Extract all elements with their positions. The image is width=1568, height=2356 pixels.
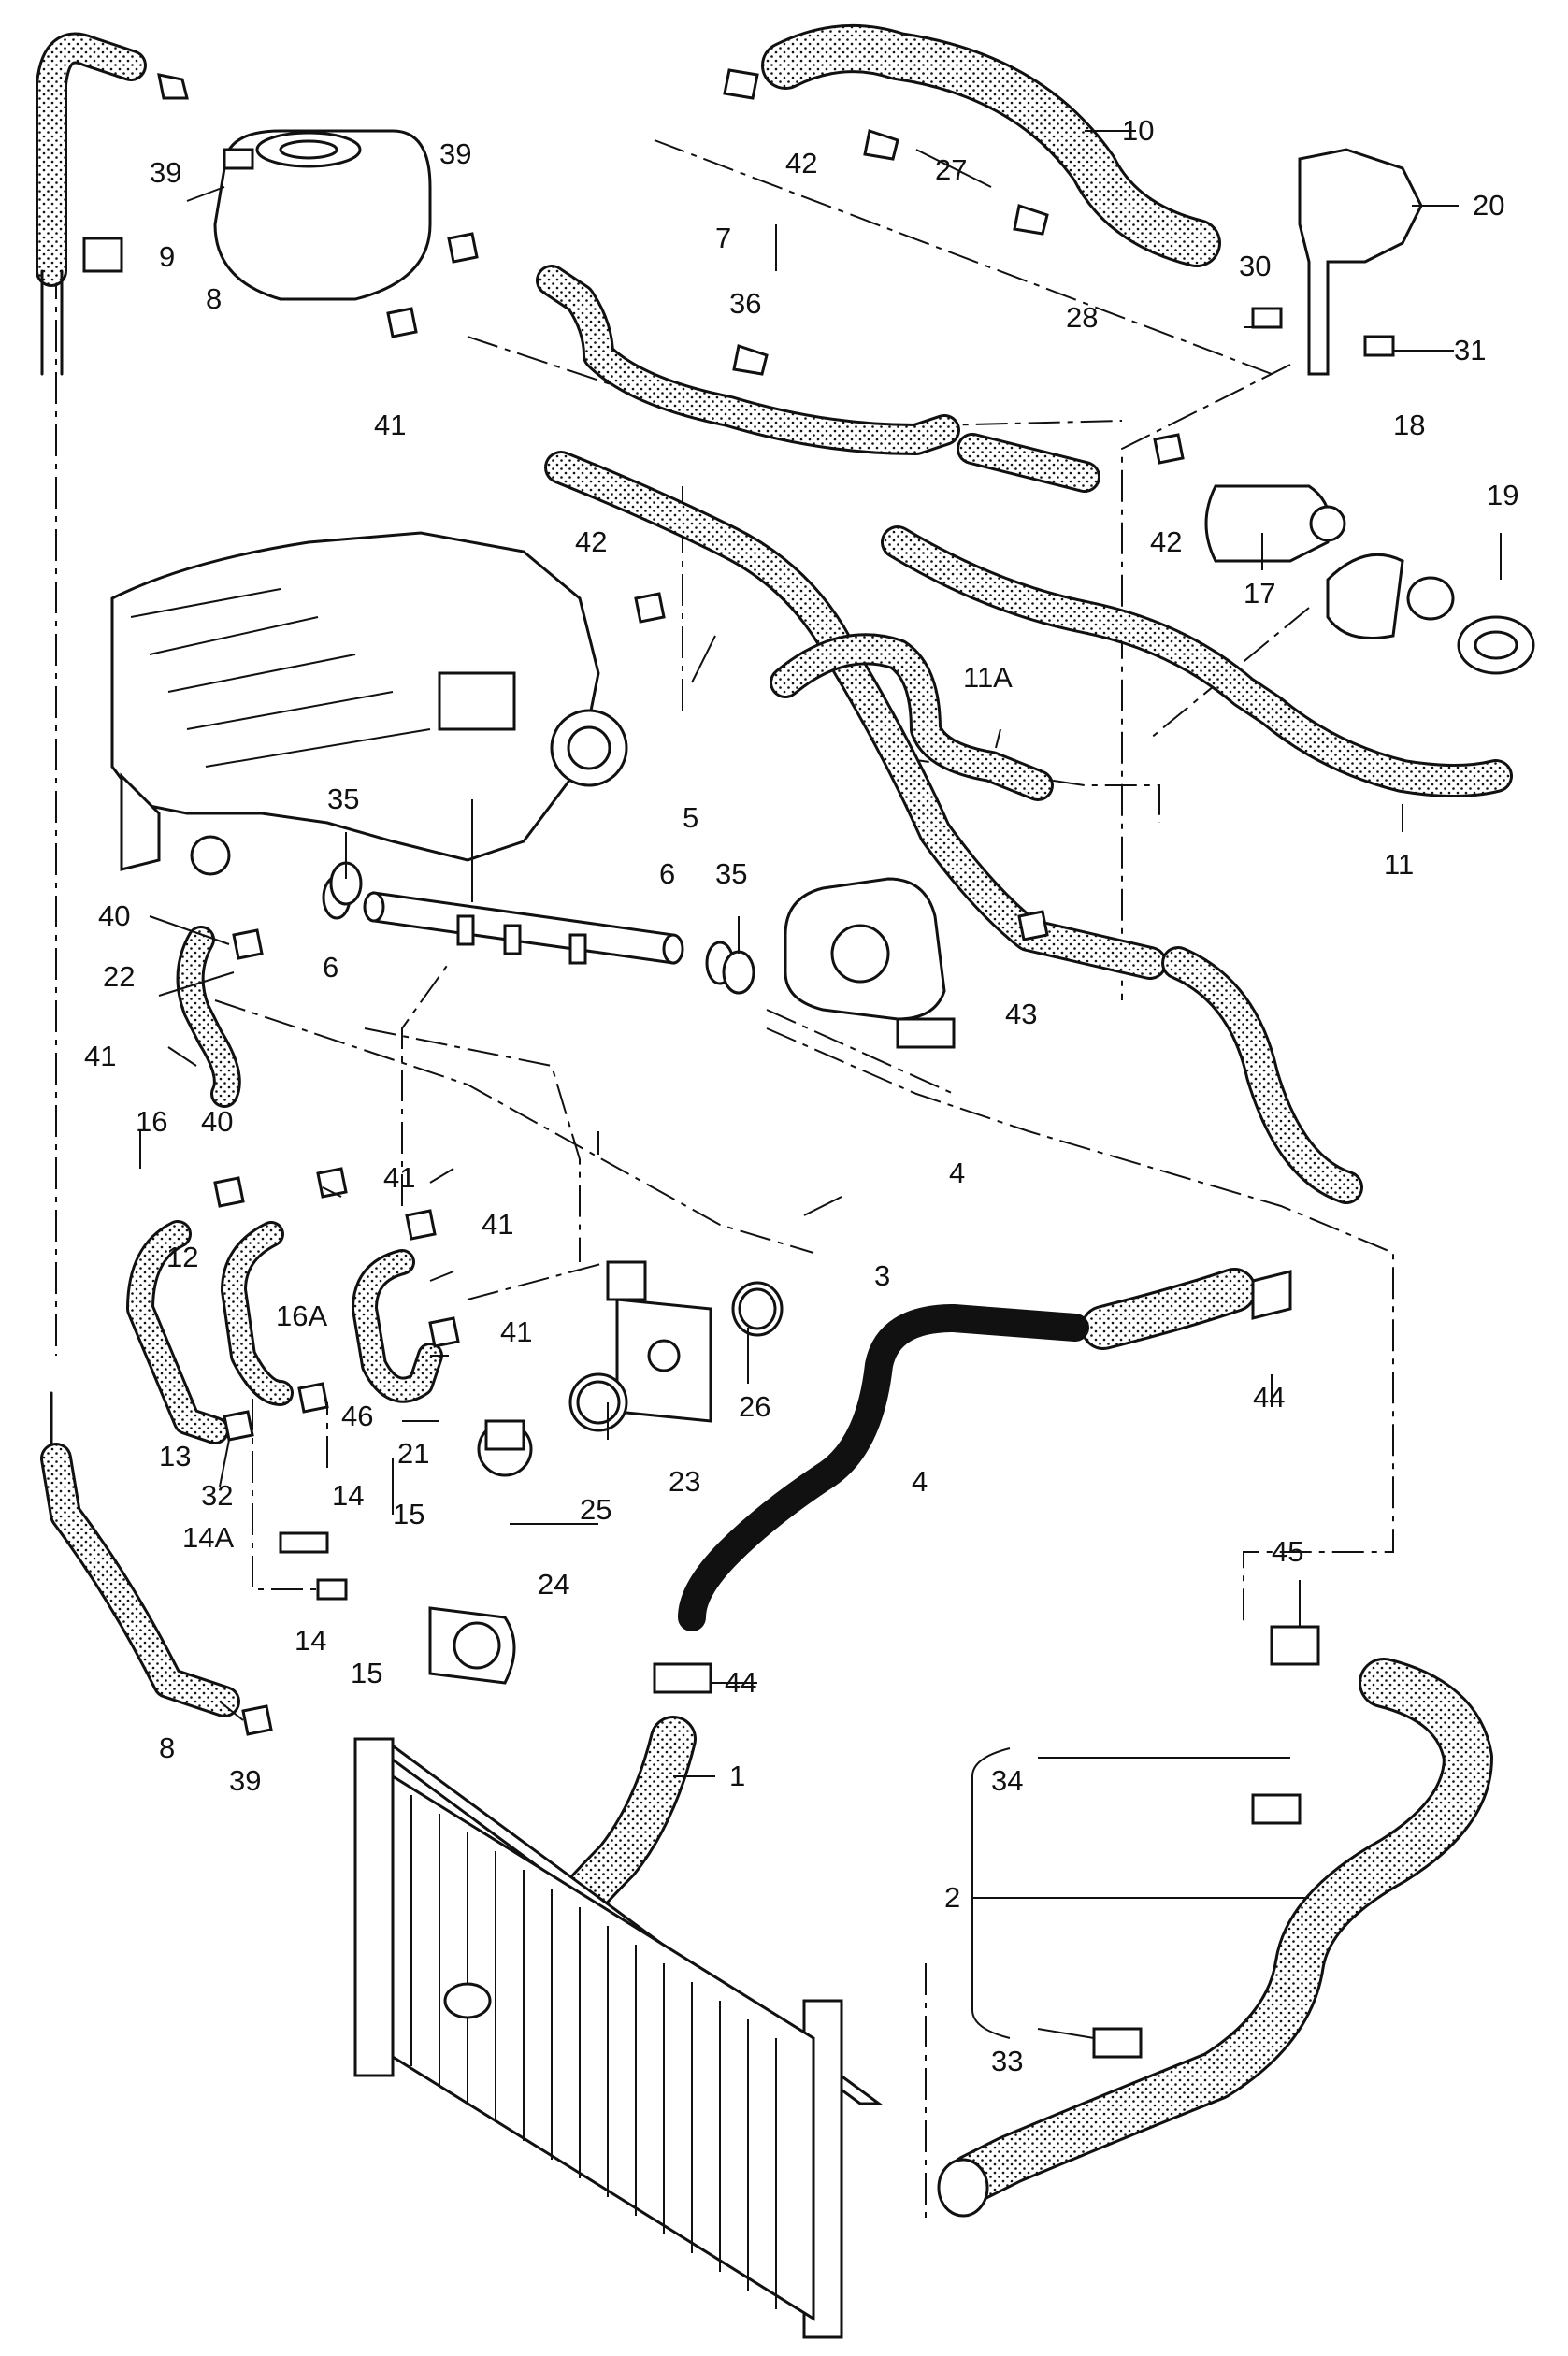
label-20: 20 — [1473, 189, 1504, 222]
label-4a: 4 — [949, 1156, 965, 1189]
label-35b: 35 — [715, 857, 747, 890]
engine — [110, 531, 628, 876]
thermostat-housing — [784, 877, 956, 1049]
label-15b: 15 — [351, 1657, 382, 1689]
part-18 — [1326, 553, 1455, 639]
label-17: 17 — [1244, 577, 1275, 610]
label-14a: 14 — [332, 1479, 364, 1512]
label-14A: 14A — [182, 1521, 234, 1554]
label-46: 46 — [341, 1400, 373, 1432]
label-12: 12 — [166, 1241, 198, 1273]
label-8b: 8 — [159, 1731, 175, 1764]
label-1: 1 — [729, 1760, 745, 1792]
label-7: 7 — [715, 222, 731, 254]
label-44b: 44 — [725, 1666, 756, 1699]
label-8a: 8 — [206, 282, 222, 315]
oil-cooler-23 — [606, 1260, 712, 1423]
label-9: 9 — [159, 240, 175, 273]
hose-44-upper — [1081, 1268, 1257, 1350]
aux-pump-17 — [1204, 484, 1346, 563]
label-23: 23 — [669, 1465, 700, 1498]
label-42b: 42 — [575, 525, 607, 558]
label-40a: 40 — [98, 899, 130, 932]
label-34: 34 — [991, 1764, 1023, 1797]
label-44a: 44 — [1253, 1381, 1285, 1414]
label-5: 5 — [683, 801, 698, 834]
hose-2 — [947, 1658, 1493, 2204]
hose-8-upper — [36, 32, 147, 376]
label-36: 36 — [729, 287, 761, 320]
label-25: 25 — [580, 1493, 611, 1526]
hose-13 — [126, 1220, 229, 1444]
hoses — [36, 24, 1513, 2204]
hose-21 — [352, 1249, 443, 1403]
label-11A: 11A — [963, 661, 1013, 694]
radiator — [353, 1737, 989, 2339]
label-43: 43 — [1005, 998, 1037, 1030]
label-leaders — [139, 130, 1502, 2039]
hose-8-lower — [40, 1391, 240, 1717]
expansion-tank — [213, 129, 432, 301]
label-41a: 41 — [374, 409, 406, 441]
label-42a: 42 — [785, 147, 817, 180]
label-30: 30 — [1239, 250, 1271, 282]
pipe-3 — [678, 1304, 1089, 1631]
label-6b: 6 — [323, 951, 338, 984]
label-41c: 41 — [383, 1161, 415, 1194]
label-28: 28 — [1066, 301, 1098, 334]
label-39b: 39 — [439, 137, 471, 170]
label-21: 21 — [397, 1437, 429, 1470]
label-14b: 14 — [295, 1624, 326, 1657]
label-18: 18 — [1393, 409, 1425, 441]
label-40b: 40 — [201, 1105, 233, 1138]
label-39c: 39 — [229, 1764, 261, 1797]
hose-7 — [536, 265, 1100, 493]
label-22: 22 — [103, 960, 135, 993]
label-15a: 15 — [393, 1498, 424, 1530]
label-42c: 42 — [1150, 525, 1182, 558]
label-3: 3 — [874, 1259, 890, 1292]
pump-area — [279, 1531, 516, 1685]
label-26: 26 — [739, 1390, 770, 1423]
label-41e: 41 — [500, 1315, 532, 1348]
clamps — [82, 68, 1395, 2059]
label-24: 24 — [538, 1568, 569, 1601]
coolant-pipe-5 — [322, 875, 735, 985]
label-13: 13 — [159, 1440, 191, 1472]
label-33: 33 — [991, 2045, 1023, 2077]
label-27: 27 — [935, 153, 967, 186]
label-32: 32 — [201, 1479, 233, 1512]
label-35a: 35 — [327, 783, 359, 815]
label-41b: 41 — [84, 1040, 116, 1072]
assembly-dash-lines — [55, 139, 1394, 2225]
label-2: 2 — [944, 1881, 960, 1914]
label-41d: 41 — [482, 1208, 513, 1241]
part-labels: 1 2 3 4 4 5 6 6 7 8 8 9 10 11 11A 12 13 … — [84, 114, 1518, 2077]
hose-11 — [881, 525, 1513, 797]
label-16A: 16A — [276, 1300, 327, 1332]
bracket-20 — [1298, 148, 1423, 376]
label-19: 19 — [1487, 479, 1518, 511]
label-31: 31 — [1454, 334, 1486, 366]
part-19 — [1457, 615, 1535, 675]
part-24 — [477, 1419, 533, 1477]
label-39a: 39 — [150, 156, 181, 189]
label-4b: 4 — [912, 1465, 928, 1498]
hose-22 — [176, 926, 241, 1108]
label-45: 45 — [1272, 1535, 1303, 1568]
hose-11A — [770, 633, 1054, 801]
hose-12 — [221, 1221, 294, 1406]
label-6a: 6 — [659, 857, 675, 890]
label-11: 11 — [1384, 848, 1414, 881]
hose-10 — [761, 24, 1221, 267]
label-16: 16 — [136, 1105, 167, 1138]
label-10: 10 — [1122, 114, 1154, 147]
